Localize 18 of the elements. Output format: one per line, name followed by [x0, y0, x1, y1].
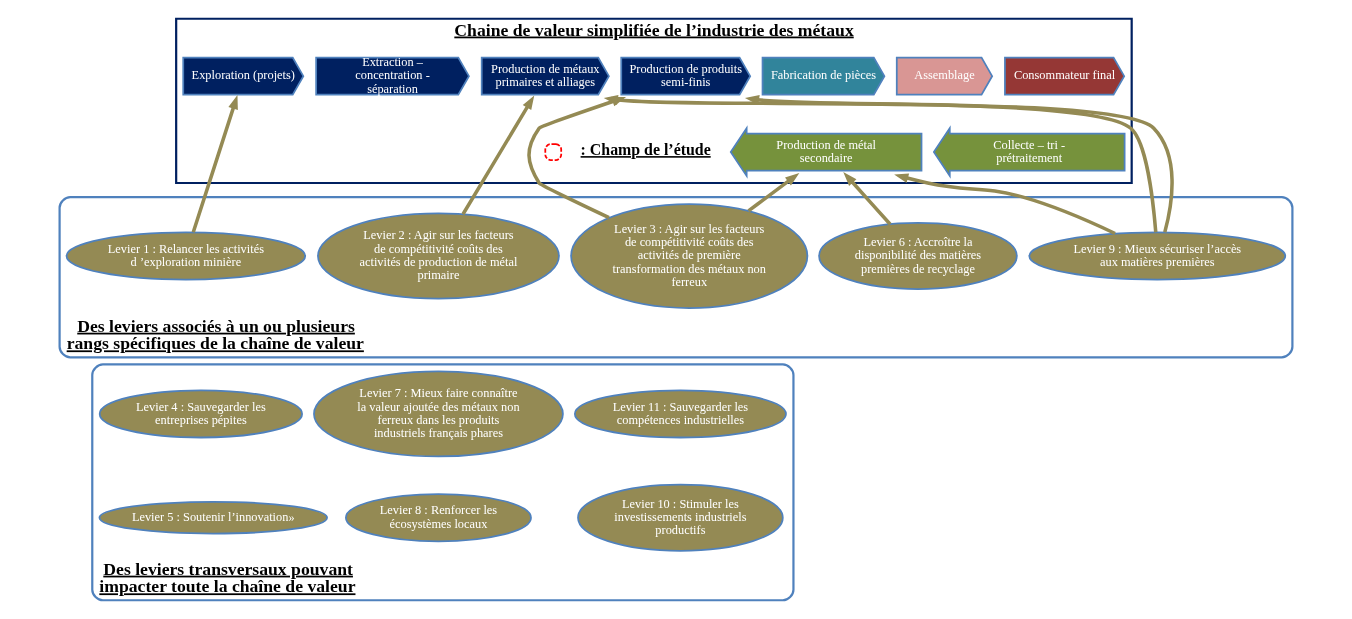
node-ellipse: Levier 8 : Renforcer les écosystèmes locaux	[345, 493, 532, 543]
node-ellipse: Levier 10 : Stimuler les investissements industriels productifs	[577, 483, 784, 552]
legend-label: : Champ de l’étude	[580, 141, 711, 159]
node-ellipse: Levier 11 : Sauvegarder les compétences industrielles	[574, 389, 787, 439]
node-ellipse: Levier 3 : Agir sur les facteurs de compétitivité coûts des activités de première transformation des métaux non ferreux	[570, 203, 809, 309]
node-ellipse: Levier 6 : Accroître la disponibilité des matières premières de recyclage	[818, 222, 1018, 290]
node-ellipse: Levier 1 : Relancer les activités d ’exploration minière	[65, 231, 307, 281]
arrow	[744, 95, 1174, 233]
arrow	[461, 95, 535, 216]
node-ellipse: Levier 4 : Sauvegarder les entreprises pépites	[98, 389, 303, 439]
node-ellipse: Levier 2 : Agir sur les facteurs de compétitivité coûts des activités de production de métal primaire	[317, 212, 560, 300]
arrow	[747, 172, 800, 213]
node-ellipse: Levier 7 : Mieux faire connaître la valeur ajoutée des métaux non ferreux dans les produits industriels français phares	[313, 370, 564, 458]
arrow	[894, 173, 1116, 236]
node-ellipse: Levier 9 : Mieux sécuriser l’accès aux matières premières	[1028, 231, 1287, 281]
node-ellipse: Levier 5 : Soutenir l’innovation»	[98, 500, 328, 535]
arrow	[843, 172, 892, 226]
arrow	[191, 95, 238, 233]
